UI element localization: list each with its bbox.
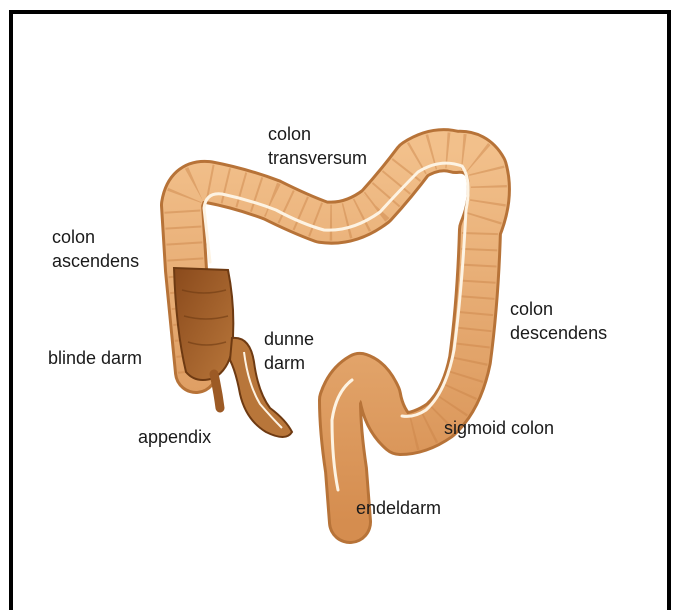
label-appendix: appendix [138,425,211,449]
label-blinde-darm: blinde darm [48,346,142,370]
label-sigmoid-colon: sigmoid colon [444,416,554,440]
label-colon-transversum: colon transversum [268,122,367,170]
label-colon-descendens: colon descendens [510,297,607,345]
label-dunne-darm: dunne darm [264,327,314,375]
label-endeldarm: endeldarm [356,496,441,520]
label-colon-ascendens: colon ascendens [52,225,139,273]
appendix-shape [214,374,220,408]
